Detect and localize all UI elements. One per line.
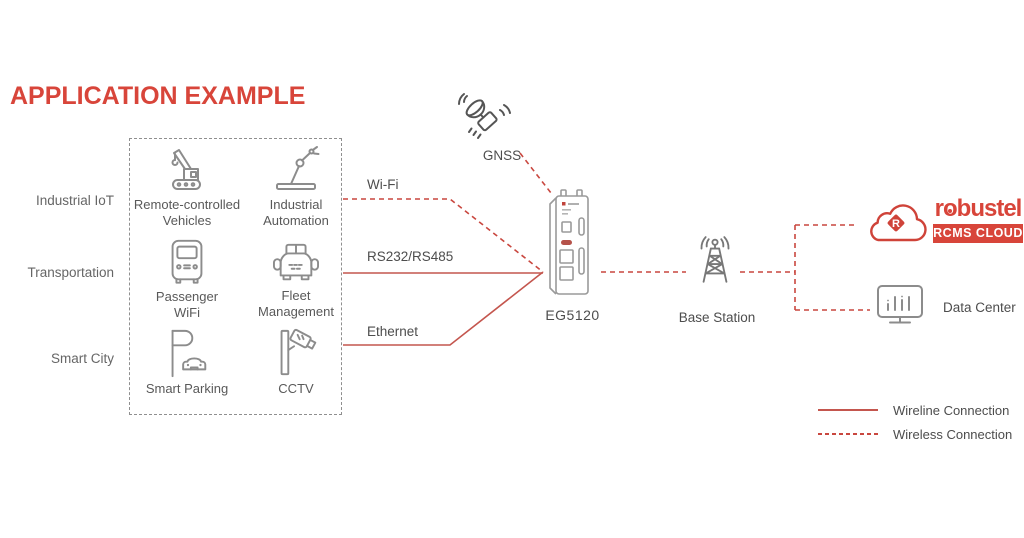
crane-icon — [171, 149, 201, 190]
svg-text:R: R — [892, 218, 900, 230]
bus-icon — [171, 239, 203, 284]
use-case-cctv: CCTV — [236, 327, 356, 397]
gnss-label: GNSS — [482, 148, 522, 163]
connection-label-wifi: Wi-Fi — [367, 177, 399, 192]
use-case-smart-parking: Smart Parking — [127, 327, 247, 397]
data-center-icon — [877, 285, 923, 324]
base-station-icon — [700, 236, 730, 283]
robustel-logo-mark — [887, 214, 905, 232]
category-smart-city: Smart City — [50, 351, 114, 366]
use-case-label: Fleet Management — [258, 288, 334, 319]
wireline-swatch — [818, 409, 878, 411]
page-title: APPLICATION EXAMPLE — [10, 82, 306, 110]
use-case-label: Remote-controlled Vehicles — [133, 197, 241, 228]
base-station-label: Base Station — [678, 310, 756, 325]
gnss-satellite-icon — [458, 93, 511, 139]
device-logo-mark — [562, 202, 566, 206]
device-label: EG5120 — [545, 307, 600, 323]
use-case-label: CCTV — [278, 381, 314, 396]
data-center-label: Data Center — [943, 300, 1016, 315]
legend-wireless-label: Wireless Connection — [893, 427, 1013, 442]
rcms-cloud-icon: R — [870, 204, 927, 242]
rcms-cloud-badge: RCMS CLOUD — [933, 224, 1023, 243]
parking-sign-icon — [171, 329, 207, 378]
wireless-swatch — [818, 433, 878, 435]
cctv-camera-icon — [280, 328, 317, 376]
wordmark-o-dot — [948, 209, 952, 213]
use-case-remote-controlled-vehicles: Remote-controlled Vehicles — [127, 143, 247, 229]
category-industrial-iot: Industrial IoT — [35, 193, 114, 208]
car-icon — [273, 243, 319, 281]
legend-wireline-label: Wireline Connection — [893, 403, 1010, 418]
use-case-label: Industrial Automation — [263, 197, 329, 228]
basestation-branch-lines — [740, 224, 870, 311]
connection-label-ethernet: Ethernet — [367, 324, 419, 339]
robot-arm-icon — [276, 146, 320, 190]
use-case-industrial-automation: Industrial Automation — [236, 143, 356, 229]
connection-label-rs232-rs485: RS232/RS485 — [367, 249, 454, 264]
eg5120-device-icon — [549, 189, 589, 295]
use-case-fleet-management: Fleet Management — [236, 240, 356, 320]
use-case-group-box — [129, 138, 342, 415]
robustel-wordmark: robustel — [934, 195, 1023, 222]
use-case-label: Smart Parking — [145, 381, 229, 396]
use-case-label: Passenger WiFi — [155, 289, 219, 320]
use-case-passenger-wifi: Passenger WiFi — [127, 237, 247, 321]
category-transportation: Transportation — [27, 265, 114, 280]
